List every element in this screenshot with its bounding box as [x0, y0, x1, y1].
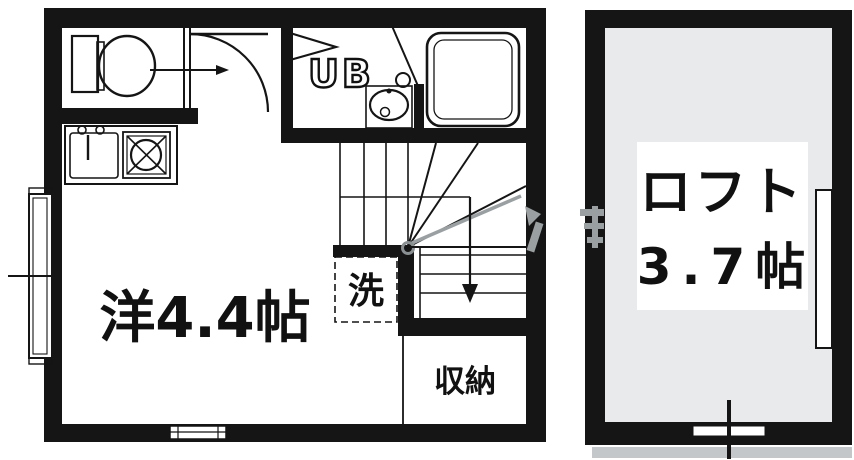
window-bottom-icon: [169, 425, 227, 440]
watermark-stroke: [526, 221, 544, 253]
wall-storage-top: [398, 318, 526, 336]
wall-washer-top: [333, 245, 398, 257]
wall-bath-bottom: [281, 128, 530, 143]
wall-stair-side: [398, 245, 414, 336]
tub-partition-wall: [414, 84, 424, 128]
bath-label: UB: [308, 52, 374, 96]
tub-outer: [425, 31, 521, 128]
wall-top: [44, 8, 546, 28]
stove-icon: [122, 131, 171, 179]
tub-inner: [433, 39, 513, 120]
burner-cross-2: [126, 135, 167, 175]
loft-plan: ロフト 3.7帖: [585, 10, 852, 459]
watermark-stroke: [525, 206, 541, 226]
basin-drain: [379, 106, 391, 118]
watermark-fragments: [525, 206, 604, 253]
door-arc: [189, 32, 270, 113]
faucet-knob-right: [95, 125, 105, 135]
watermark-fragment-right: [580, 206, 604, 248]
counter-outline: [64, 125, 178, 185]
washer-box: [334, 256, 398, 323]
loft-name-label: ロフト: [639, 163, 804, 223]
bath-door-icon: [289, 31, 340, 62]
storage-area: 収納: [402, 336, 496, 424]
entry-door-swing-icon: [189, 32, 270, 113]
basin-counter: [365, 85, 413, 129]
loft-size-label: 3.7帖: [637, 238, 816, 296]
bath-partition-line: [391, 25, 419, 87]
toilet-bowl: [97, 34, 157, 98]
loft-shadow: [592, 447, 852, 458]
toilet-icon: [70, 34, 157, 98]
washer-label: 洗: [348, 271, 384, 312]
winder-line-1: [407, 142, 437, 248]
kitchen-sink-icon: [69, 125, 119, 179]
down-arrow-head: [462, 284, 478, 303]
wall-toilet-bottom: [62, 108, 198, 124]
watermark-fragment-left: [525, 206, 544, 253]
basin-bowl: [368, 88, 410, 122]
watermark-stroke: [592, 206, 598, 248]
stove-outline: [122, 131, 171, 179]
loft-window-right-icon: [815, 189, 833, 349]
bathtub-icon: [425, 31, 521, 128]
loft-hatch-mark-icon: [692, 400, 766, 459]
main-floor-plan: UB: [8, 8, 546, 442]
door-direction-arrow: [150, 65, 229, 75]
basin-faucet: [386, 88, 392, 94]
wall-bottom: [44, 424, 546, 442]
unit-bath-room: UB: [289, 25, 521, 129]
washer-area: 洗: [334, 256, 398, 323]
kitchen-counter: [64, 125, 178, 185]
faucet-knob-left: [77, 125, 87, 135]
toilet-hinge: [96, 41, 105, 91]
sink-basin: [69, 132, 119, 179]
storage-label: 収納: [434, 364, 496, 400]
winder-line-faded: [411, 194, 522, 245]
stove-inner: [126, 135, 167, 175]
staircase: [339, 142, 527, 318]
shower-drain-icon: [395, 72, 411, 88]
window-cap-bottom: [28, 357, 53, 365]
winder-line-2: [407, 142, 479, 248]
toilet-tank: [70, 34, 100, 94]
arrow-head: [216, 65, 229, 75]
room-size-label: 洋4.4帖: [99, 286, 310, 351]
window-left-icon: [8, 187, 53, 365]
stair-down-arrow: [462, 197, 478, 303]
wall-bath-stub: [281, 28, 293, 128]
toilet-room: [70, 28, 229, 108]
burner-ring: [129, 138, 163, 172]
washbasin-icon: [365, 85, 413, 129]
loft-label-box: [637, 142, 808, 310]
